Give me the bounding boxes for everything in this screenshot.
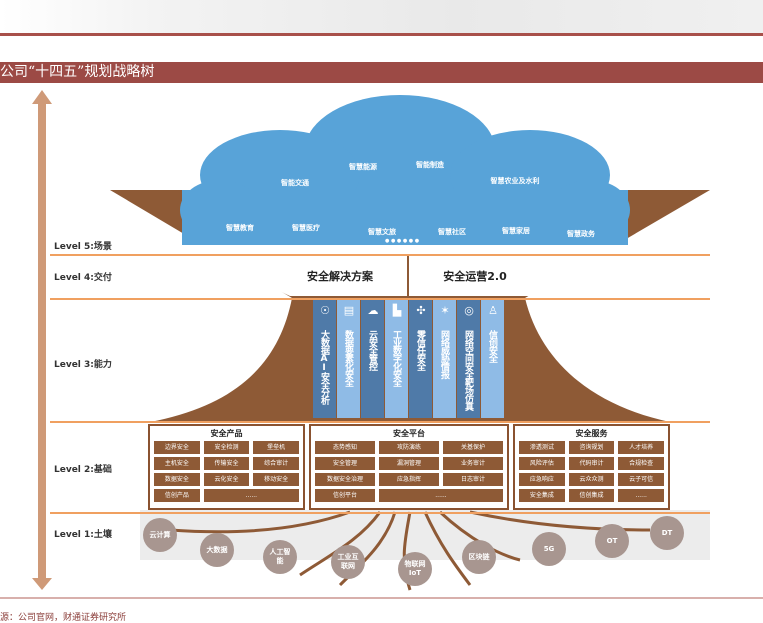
brain-icon: ☉ <box>320 304 330 317</box>
grid-item: 数据安全治理 <box>315 473 375 486</box>
soil-dt: DT <box>650 516 684 550</box>
grid-item: 人才培养 <box>618 441 664 454</box>
level-2-label: Level 2:基础 <box>54 465 112 475</box>
page-title: 公司“十四五”规划战略树 <box>0 62 763 83</box>
scene-smart-education: 智慧教育 <box>226 224 254 232</box>
soil-ot: OT <box>595 524 629 558</box>
grid-item: 主机安全 <box>154 457 200 470</box>
grid-item: 攻防演练 <box>379 441 439 454</box>
soil-iot: 物联网IoT <box>398 552 432 586</box>
scene-smart-community: 智慧社区 <box>438 228 466 236</box>
grid-item: 合规检查 <box>618 457 664 470</box>
soil-ai: 人工智能 <box>263 540 297 574</box>
grid-item: 信创产品 <box>154 489 200 502</box>
roots <box>169 510 651 591</box>
grid-item: ...... <box>203 489 299 502</box>
soil-industrial-internet: 工业互联网 <box>331 545 365 579</box>
grid-item: 综合审计 <box>253 457 299 470</box>
header-banner <box>0 0 763 33</box>
header-divider <box>0 33 763 36</box>
scene-more-dots: ● ● ● ● ● ● <box>385 238 420 244</box>
scene-smart-medical: 智慧医疗 <box>292 224 320 232</box>
scene-smart-government: 智慧政务 <box>567 230 595 238</box>
grid-item: 传输安全 <box>203 457 250 470</box>
grid-item: 边界安全 <box>154 441 200 454</box>
grid-item: 咨询规划 <box>568 441 615 454</box>
panel-security-services: 安全服务 渗透测试 咨询规划 人才培养 风险评估 代码审计 合规检查 应急响应 … <box>513 424 670 510</box>
grid-item: 移动安全 <box>253 473 299 486</box>
level-arrow <box>32 90 52 590</box>
capability-pillar: ✶网络威胁情报 <box>433 300 456 418</box>
factory-icon: ▙ <box>392 304 401 317</box>
panel-title: 安全服务 <box>575 429 608 438</box>
capability-pillar: ♙信创安全 <box>481 300 504 418</box>
level-5-label: Level 5:场景 <box>54 242 112 252</box>
capability-pillar: ✣零信任安全 <box>409 300 432 418</box>
grid-item: 日志审计 <box>443 473 503 486</box>
grid-item: 云子可信 <box>618 473 664 486</box>
grid-item: 漏洞管理 <box>379 457 439 470</box>
network-icon: ✣ <box>416 304 425 317</box>
grid-item: 态势感知 <box>315 441 375 454</box>
grid-item: 云众众测 <box>568 473 615 486</box>
capability-pillar: ▤数据要素化安全 <box>337 300 360 418</box>
grid-item: 安全管理 <box>315 457 375 470</box>
grid-item: 渗透测试 <box>519 441 565 454</box>
delivery-solutions: 安全解决方案 <box>307 270 373 283</box>
delivery-area <box>180 245 640 296</box>
grid-item: 云化安全 <box>203 473 250 486</box>
level-4-label: Level 4:交付 <box>54 273 112 283</box>
grid-item: 关基保护 <box>443 441 503 454</box>
grid-item: 信创平台 <box>315 489 375 502</box>
level-divider <box>50 254 710 256</box>
cloud <box>180 95 630 245</box>
scene-smart-transport: 智能交通 <box>281 179 309 187</box>
grid-item: 堡垒机 <box>253 441 299 454</box>
grid-item: 代码审计 <box>568 457 615 470</box>
document-icon: ▤ <box>343 304 354 317</box>
scene-smart-energy: 智慧能源 <box>349 163 377 171</box>
level-3-label: Level 3:能力 <box>54 360 112 370</box>
panel-title: 安全产品 <box>210 429 243 438</box>
scene-smart-home: 智慧家居 <box>502 227 530 235</box>
panel-security-platform: 安全平台 态势感知 攻防演练 关基保护 安全管理 漏洞管理 业务审计 数据安全治… <box>309 424 509 510</box>
soil-cloud-computing: 云计算 <box>143 518 177 552</box>
grid-item: 安全集成 <box>519 489 565 502</box>
level-1-label: Level 1:土壤 <box>54 530 112 540</box>
person-icon: ♙ <box>488 304 498 317</box>
capability-pillar: ◎网络空间安全靶场仿真 <box>457 300 480 418</box>
soil-5g: 5G <box>532 532 566 566</box>
scene-smart-agriculture: 智慧农业及水利 <box>490 177 540 185</box>
mesh-icon: ✶ <box>440 304 449 317</box>
grid-item: ...... <box>379 489 503 502</box>
grid-item: 数据安全 <box>154 473 200 486</box>
grid-item: 安全检测 <box>203 441 250 454</box>
soil-blockchain: 区块链 <box>462 540 496 574</box>
scene-smart-tourism: 智慧文旅 <box>368 228 396 236</box>
grid-item: ...... <box>618 489 664 502</box>
grid-item: 信创集成 <box>568 489 615 502</box>
level-divider <box>50 298 710 300</box>
level-divider <box>50 512 710 514</box>
source-note: 源：公司官网，财通证券研究所 <box>0 613 127 623</box>
grid-item: 风险评估 <box>519 457 565 470</box>
level-divider <box>50 421 710 423</box>
grid-item: 业务审计 <box>443 457 503 470</box>
grid-item: 应急响应 <box>519 473 565 486</box>
capability-pillar: ☉大数据AI安全分析 <box>313 300 336 418</box>
scene-smart-manufacturing: 智能制造 <box>416 161 444 169</box>
capability-pillar: ☁云安全管控 <box>361 300 384 418</box>
soil-big-data: 大数据 <box>200 533 234 567</box>
capability-pillar: ▙工业数字化安全 <box>385 300 408 418</box>
panel-title: 安全平台 <box>393 429 425 438</box>
cloud-upload-icon: ☁ <box>367 304 379 317</box>
delivery-operations: 安全运营2.0 <box>443 270 507 283</box>
target-icon: ◎ <box>464 304 474 317</box>
panel-security-products: 安全产品 边界安全 安全检测 堡垒机 主机安全 传输安全 综合审计 数据安全 云… <box>148 424 305 510</box>
grid-item: 应急指挥 <box>379 473 439 486</box>
